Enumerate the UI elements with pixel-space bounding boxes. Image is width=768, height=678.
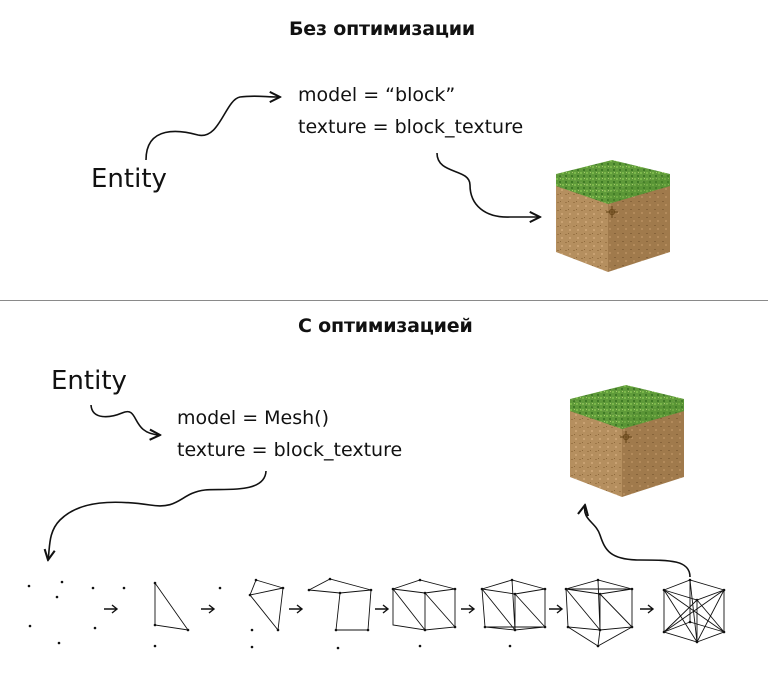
mesh-stage-7 [565,579,633,647]
code-to-block-arrow [436,152,540,217]
bottom-section-title: С оптимизацией [298,315,473,337]
top-code-line-model: model = “block” [298,84,456,106]
grass-block-icon [555,159,671,273]
mesh-stage-5 [392,579,456,631]
code-to-mesh-arrow [48,470,267,560]
mesh-stage-2-triangle [154,581,189,631]
entity-to-code-arrow [145,96,280,161]
bottom-entity-label: Entity [51,366,127,396]
mesh-to-block-arrow [585,505,691,578]
bottom-code-block: model = Mesh() texture = block_texture [177,402,402,466]
arrow-icon [289,604,304,614]
mesh-stages-row [27,577,726,650]
top-code-block: model = “block” texture = block_texture [298,79,523,143]
mesh-stage-4 [307,578,372,631]
top-entity-label: Entity [91,164,167,194]
mesh-stage-1-points [27,580,126,645]
arrow-icon [201,604,216,614]
top-code-line-texture: texture = block_texture [298,116,524,138]
top-section-title: Без оптимизации [289,18,475,40]
arrow-icon [461,604,476,614]
grass-block-icon-result [569,384,685,498]
arrow-icon [104,604,119,614]
arrow-icon [640,604,655,614]
entity-to-mesh-code-arrow [90,404,160,435]
arrow-icon [375,604,390,614]
bottom-code-line-texture: texture = block_texture [177,439,403,461]
mesh-stage-6 [481,579,546,631]
section-divider [0,300,768,301]
mesh-stage-8-cube [662,579,726,643]
bottom-code-line-model: model = Mesh() [177,407,330,429]
arrow-icon [549,604,564,614]
mesh-stage-3 [249,579,284,632]
